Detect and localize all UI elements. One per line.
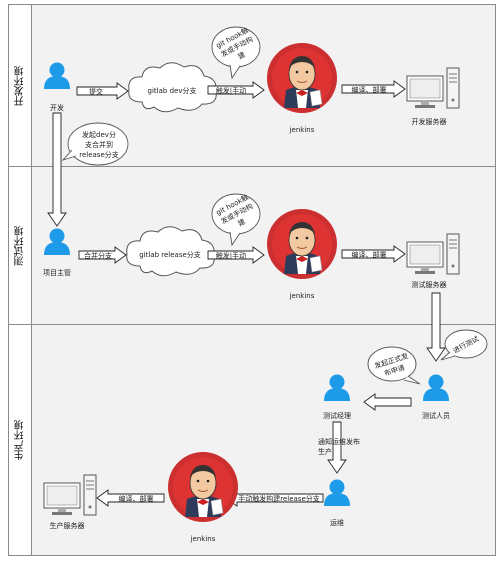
dev-trigger-arrow xyxy=(207,81,265,99)
test-branch-label: gitlab release分支 xyxy=(139,251,201,259)
prod-server-icon xyxy=(43,474,97,516)
merge-request-line-2: 支合并到 xyxy=(85,141,113,149)
start-test-callout xyxy=(440,329,488,361)
tester-person-icon xyxy=(423,374,449,401)
dev-hook-callout xyxy=(211,26,261,80)
merge-request-note: 发起dev分 支合并到 release分支 xyxy=(74,130,124,160)
manual-build-label: 手动触发构建release分支 xyxy=(238,495,320,503)
tester-label: 测试人员 xyxy=(422,412,450,420)
test-deploy-arrow xyxy=(341,245,406,263)
dev-push-label: 提交 xyxy=(89,88,103,96)
dev-jenkins-label: jenkins xyxy=(289,126,315,134)
test-manager-label: 测试经理 xyxy=(323,412,351,420)
dev-server-label: 开发服务器 xyxy=(411,118,447,126)
prod-jenkins-icon xyxy=(167,451,239,523)
lane-prod-header xyxy=(9,325,32,555)
ops-label: 运维 xyxy=(330,519,344,527)
dev-to-test-arrow xyxy=(47,112,67,227)
dev-push-arrow xyxy=(76,82,129,100)
lane-dev-header xyxy=(9,5,32,167)
merge-request-line-1: 发起dev分 xyxy=(82,131,116,139)
lane-test-header xyxy=(9,167,32,325)
test-jenkins-label: jenkins xyxy=(289,292,315,300)
notify-line-1: 通知运维发布 xyxy=(318,438,360,446)
dev-server-icon xyxy=(406,67,460,109)
dev-deploy-label: 编译、部署 xyxy=(351,86,387,94)
merge-request-callout xyxy=(61,122,129,166)
manager-to-ops-arrow xyxy=(327,421,347,474)
request-callout xyxy=(367,346,421,385)
prod-deploy-label: 编译、部署 xyxy=(118,495,154,503)
test-trigger-label: 触发|手动 xyxy=(215,252,247,260)
test-merge-arrow xyxy=(78,246,127,264)
notify-note: 通知运维发布 生产 xyxy=(318,437,366,457)
test-hook-callout xyxy=(211,193,261,247)
dev-jenkins-icon xyxy=(266,42,338,114)
notify-line-2: 生产 xyxy=(318,448,332,456)
server-to-tester-arrow xyxy=(426,292,446,362)
prod-server-label: 生产服务器 xyxy=(49,522,85,530)
test-server-label: 测试服务器 xyxy=(411,281,447,289)
dev-trigger-label: 触发|手动 xyxy=(215,87,247,95)
dev-branch-label: gitlab dev分支 xyxy=(147,87,197,95)
developer-label: 开发 xyxy=(50,104,64,112)
test-jenkins-icon xyxy=(266,208,338,280)
ops-person-icon xyxy=(324,479,350,506)
dev-deploy-arrow xyxy=(341,80,406,98)
test-merge-label: 合并分支 xyxy=(84,252,112,260)
test-deploy-label: 编译、部署 xyxy=(351,251,387,259)
project-manager-label: 项目主管 xyxy=(43,269,71,277)
prod-jenkins-label: jenkins xyxy=(190,535,216,543)
developer-person-icon xyxy=(44,62,70,89)
test-trigger-arrow xyxy=(207,246,265,264)
tester-to-manager-arrow xyxy=(363,393,412,411)
test-server-icon xyxy=(406,233,460,275)
merge-request-line-3: release分支 xyxy=(79,151,119,159)
prod-deploy-arrow xyxy=(96,489,165,507)
project-manager-person-icon xyxy=(44,228,70,255)
test-manager-person-icon xyxy=(324,374,350,401)
